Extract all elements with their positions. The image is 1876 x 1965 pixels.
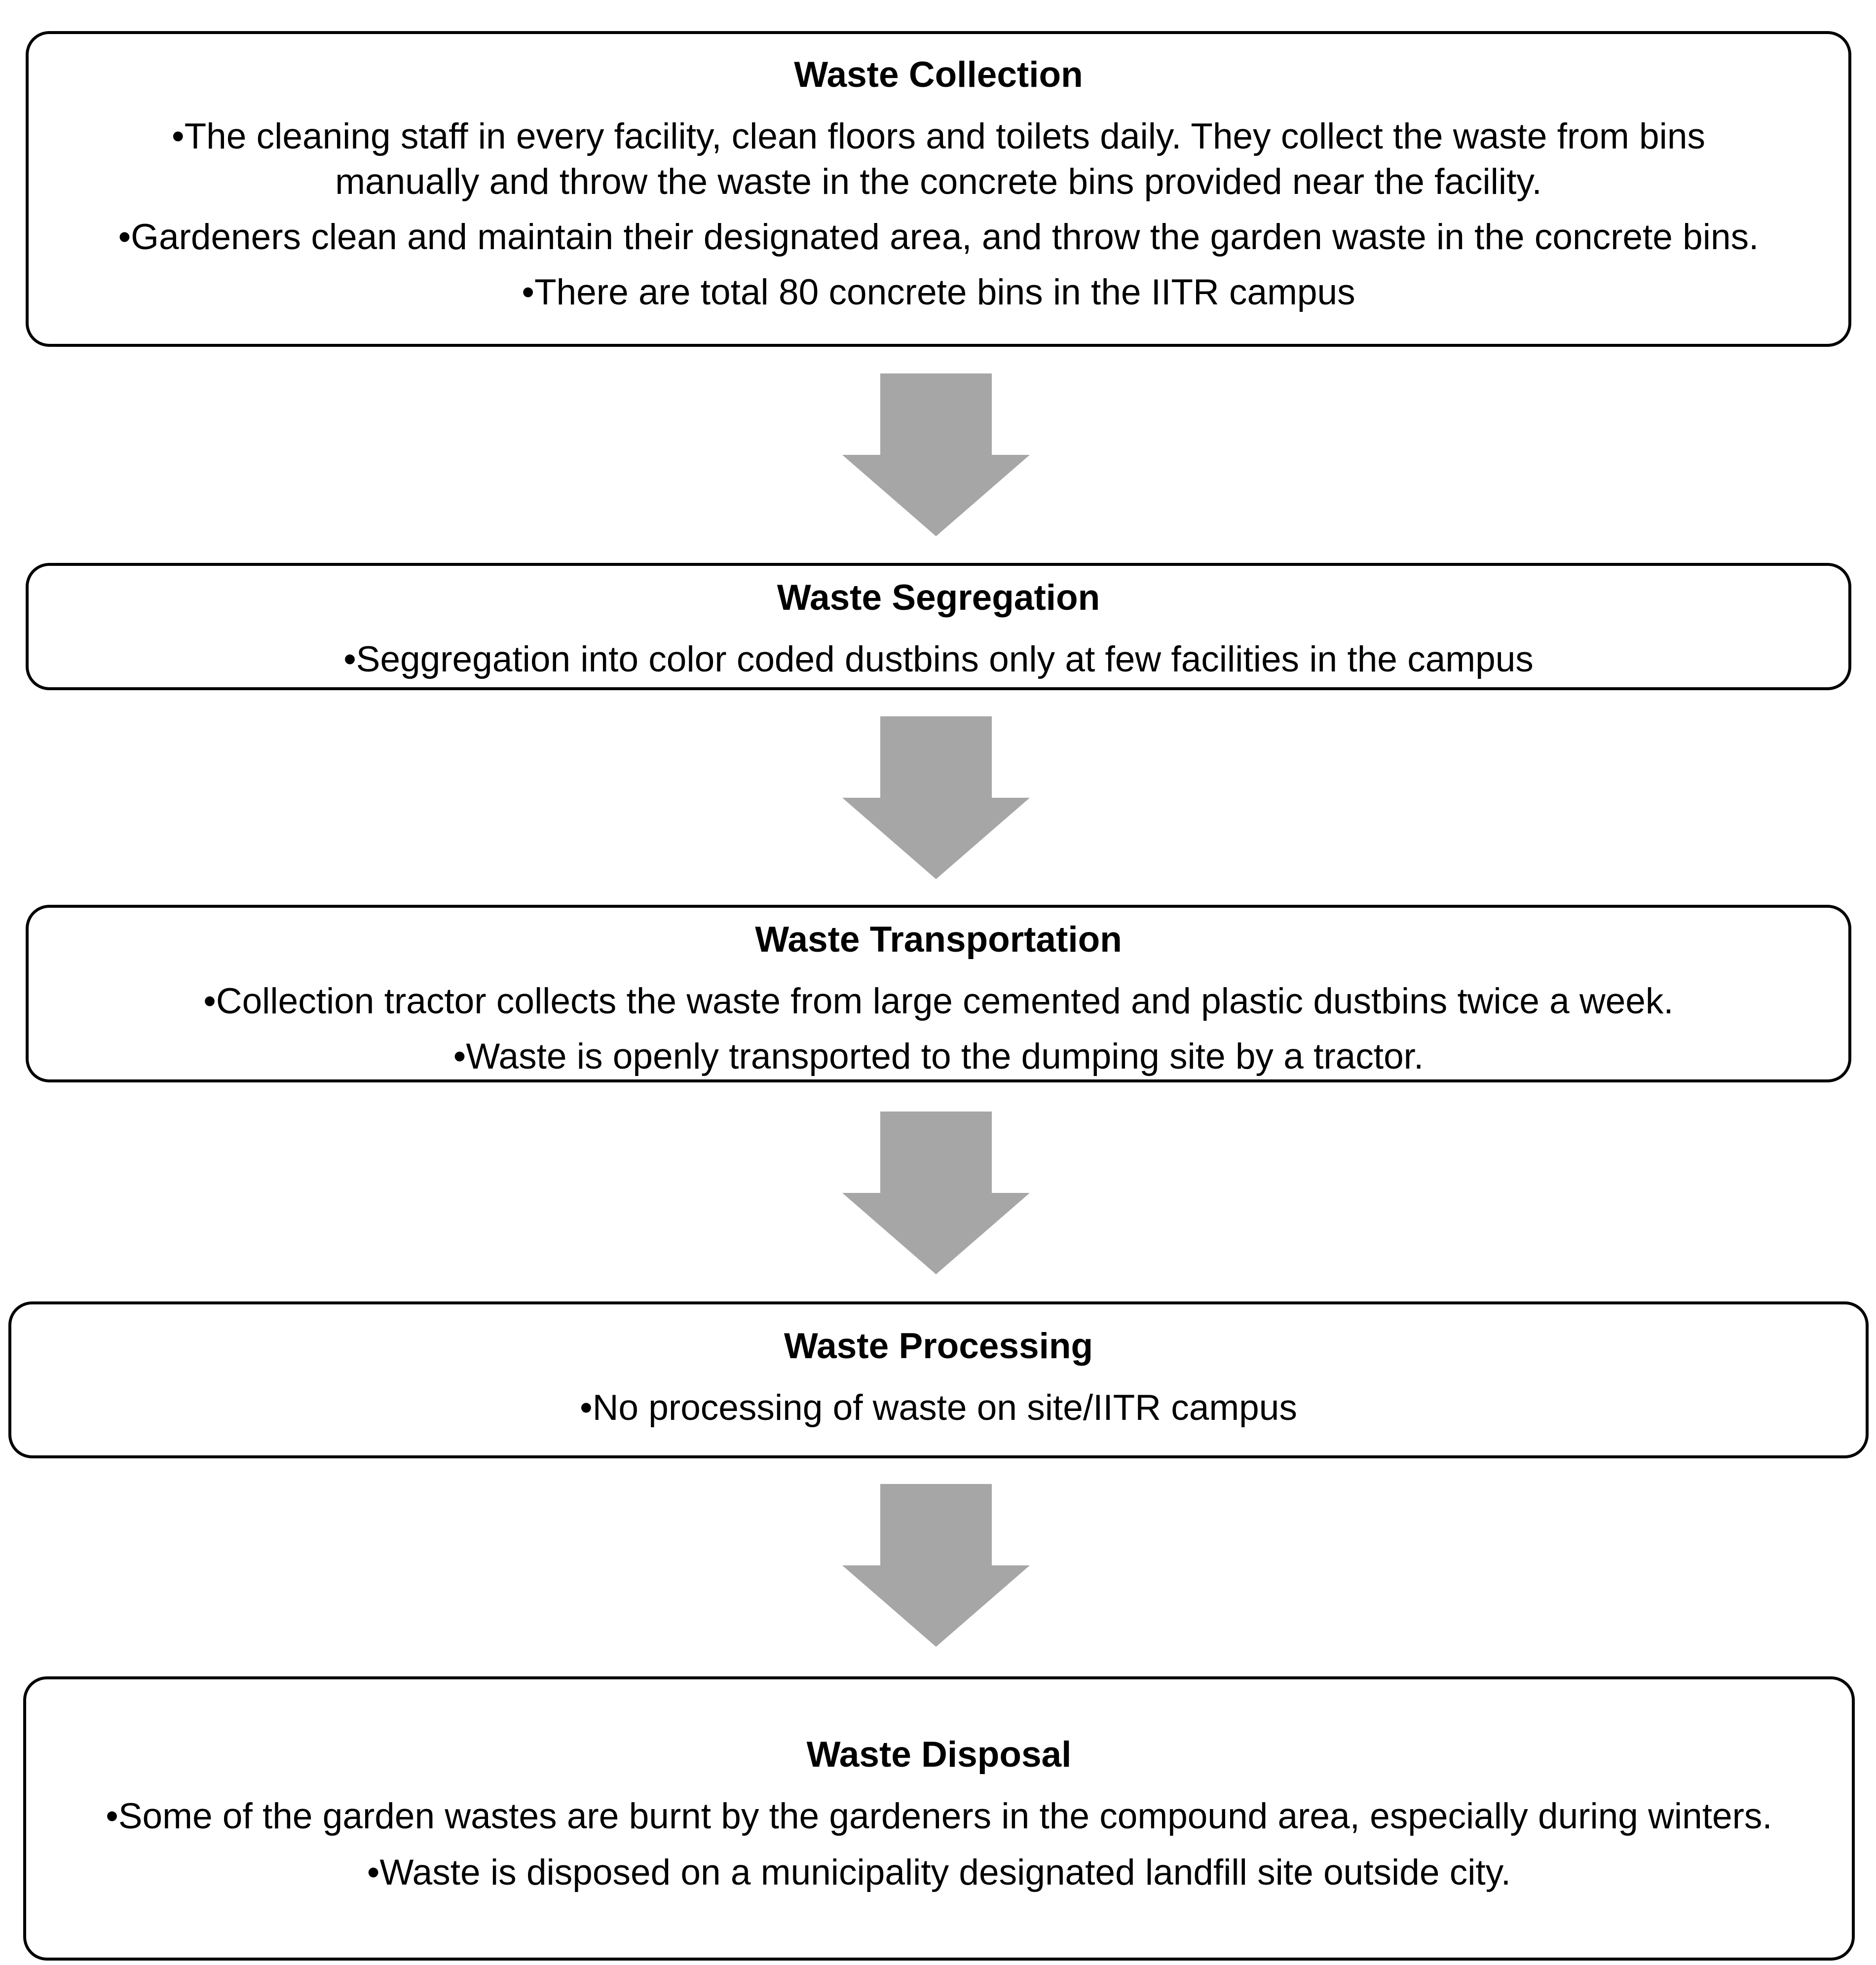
down-arrow-icon [842,1484,1030,1647]
down-arrow-icon [842,716,1030,879]
stage-bullet-list: No processing of waste on site/IITR camp… [580,1385,1297,1431]
down-arrow-icon [842,1484,1030,1647]
stage-bullet-list: Collection tractor collects the waste fr… [203,979,1674,1079]
stage-title: Waste Processing [784,1326,1093,1366]
stage-bullet: Seggregation into color coded dustbins o… [343,637,1534,682]
stage-bullet: Collection tractor collects the waste fr… [203,979,1674,1024]
down-arrow-icon [842,373,1030,536]
stage-title: Waste Disposal [806,1735,1072,1775]
stage-bullet: Some of the garden wastes are burnt by t… [106,1794,1772,1839]
stage-box-waste-processing: Waste Processing No processing of waste … [8,1301,1869,1458]
stage-bullet: The cleaning staff in every facility, cl… [105,114,1772,205]
stage-box-waste-segregation: Waste Segregation Seggregation into colo… [26,563,1851,690]
stage-bullet: Waste is disposed on a municipality desi… [106,1850,1772,1895]
stage-box-waste-collection: Waste Collection The cleaning staff in e… [26,31,1851,347]
stage-bullet-list: The cleaning staff in every facility, cl… [105,114,1772,315]
stage-bullet: No processing of waste on site/IITR camp… [580,1385,1297,1431]
stage-box-waste-transportation: Waste Transportation Collection tractor … [26,905,1851,1082]
stage-bullet: Waste is openly transported to the dumpi… [203,1034,1673,1079]
stage-box-waste-disposal: Waste Disposal Some of the garden wastes… [23,1676,1855,1961]
down-arrow-icon [842,716,1030,879]
stage-bullet-list: Seggregation into color coded dustbins o… [343,637,1534,682]
stage-bullet: There are total 80 concrete bins in the … [105,270,1772,315]
stage-title: Waste Segregation [777,578,1100,618]
down-arrow-icon [842,373,1030,536]
down-arrow-icon [842,1112,1030,1274]
stage-bullet: Gardeners clean and maintain their desig… [105,215,1772,260]
stage-title: Waste Collection [794,55,1083,95]
down-arrow-icon [842,1112,1030,1274]
stage-bullet-list: Some of the garden wastes are burnt by t… [106,1794,1772,1895]
stage-title: Waste Transportation [755,920,1122,960]
